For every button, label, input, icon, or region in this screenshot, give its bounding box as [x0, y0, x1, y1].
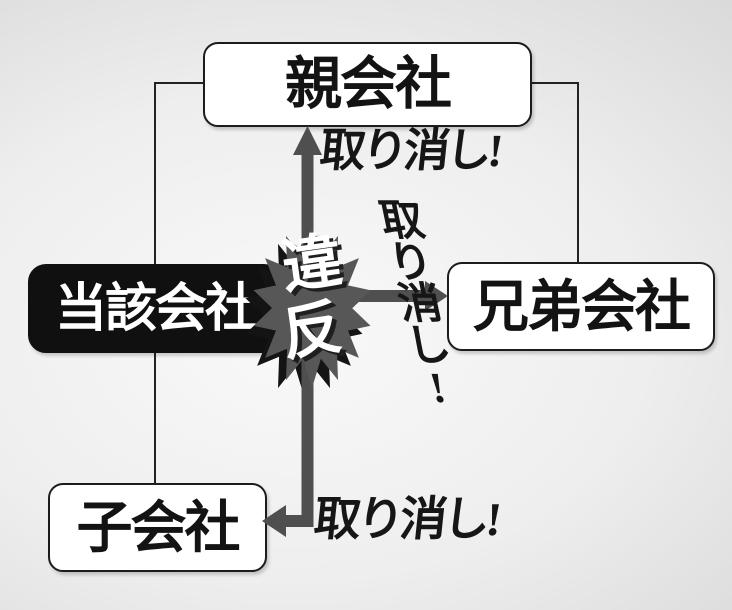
connector-line-right [528, 82, 579, 262]
node-subsidiary-label: 子会社 [76, 495, 241, 559]
node-sibling-label: 兄弟会社 [473, 274, 691, 338]
cancel-label-subsidiary: 取り消し! [311, 494, 501, 546]
violation-badge-label: 違反 [277, 227, 347, 369]
cancel-label-parent: 取り消し! [317, 125, 503, 176]
node-subject-label: 当該会社 [54, 279, 257, 338]
node-parent-label: 親会社 [285, 52, 452, 116]
node-sibling-company: 兄弟会社 [447, 262, 715, 351]
node-parent-company: 親会社 [203, 42, 532, 127]
arrowhead-up-to-parent [293, 126, 322, 155]
node-subject-company: 当該会社 [28, 264, 282, 353]
node-subsidiary-company: 子会社 [48, 483, 267, 572]
